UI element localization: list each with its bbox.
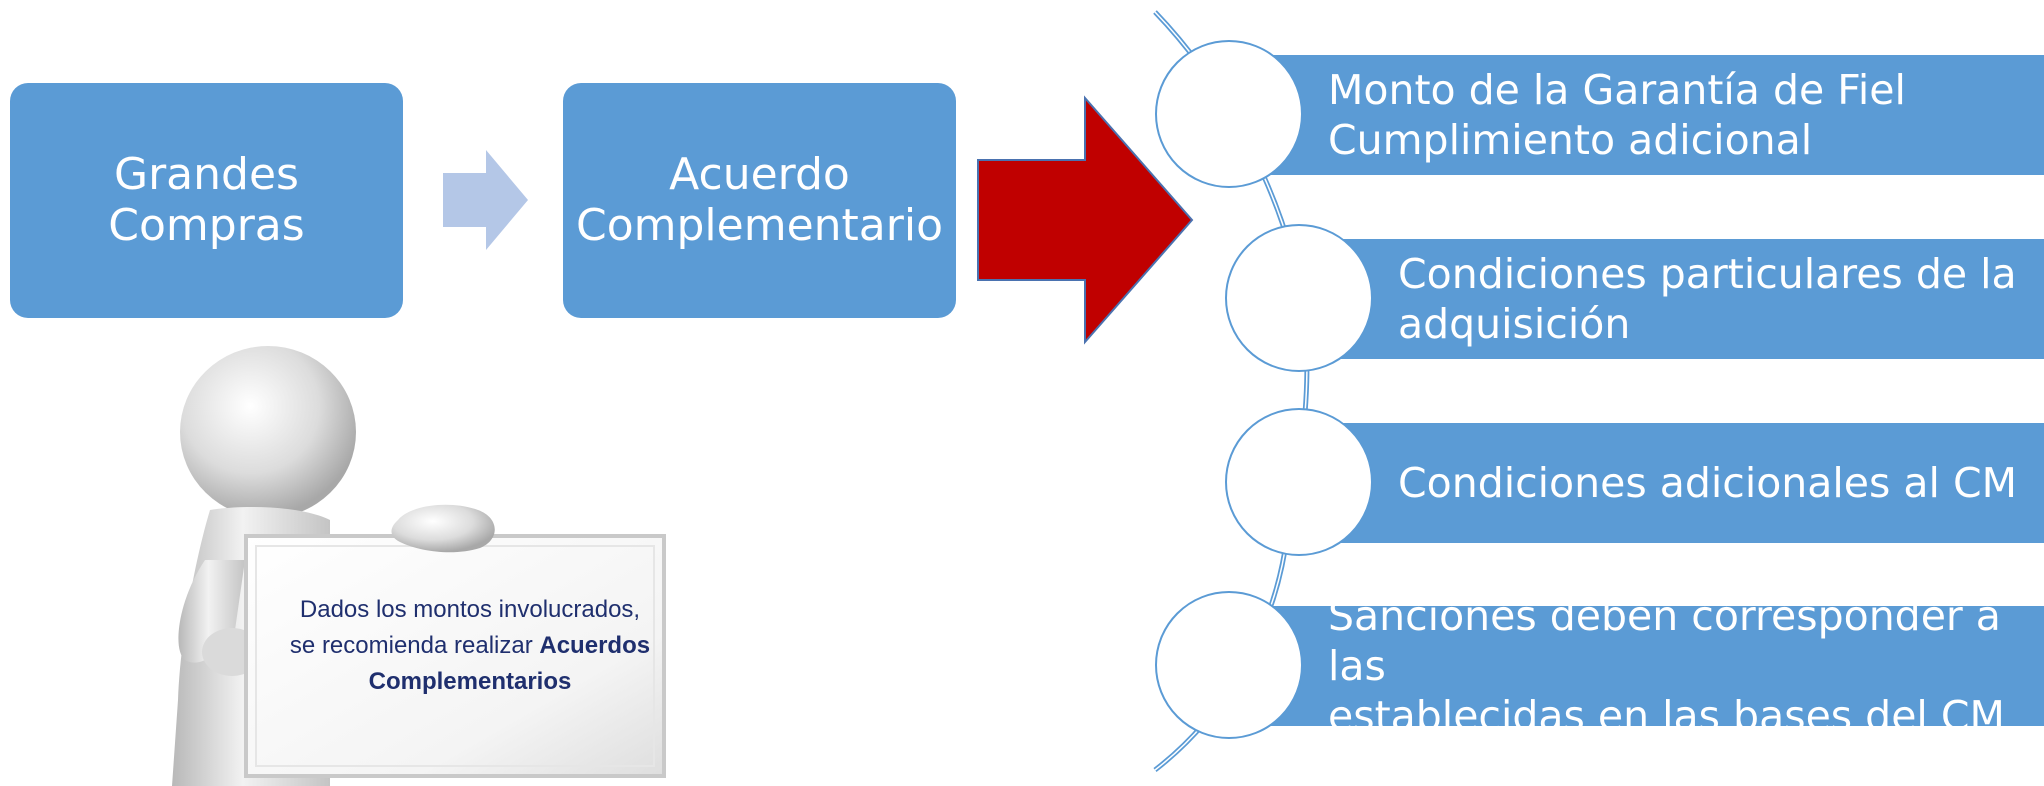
list-item-condiciones-particulares: Condiciones particulares de la adquisici…: [1300, 239, 2044, 359]
bullet-circle: [1225, 224, 1373, 372]
list-item-condiciones-adicionales: Condiciones adicionales al CM: [1300, 423, 2044, 543]
list-item-sanciones: Sanciones deben corresponder a las estab…: [1230, 592, 2044, 740]
board-text-plain: Dados los montos involucrados, se recomi…: [289, 596, 641, 659]
list-item-garantia: Monto de la Garantía de Fiel Cumplimient…: [1230, 55, 2044, 175]
list-item-label: Sanciones deben corresponder a las estab…: [1328, 591, 2005, 741]
bullet-circle: [1225, 408, 1373, 556]
big-red-arrow: [977, 95, 1194, 345]
list-item-label: Monto de la Garantía de Fiel Cumplimient…: [1328, 65, 1906, 164]
figure-illustration: [172, 346, 666, 786]
acuerdo-complementario-label: Acuerdo Complementario: [576, 148, 943, 251]
board-message: Dados los montos involucrados, se recomi…: [285, 592, 655, 700]
acuerdo-complementario-box: Acuerdo Complementario: [563, 83, 956, 318]
board-text-bold: Acuerdos Complementarios: [368, 632, 651, 695]
list-item-label: Condiciones particulares de la adquisici…: [1398, 249, 2017, 348]
small-arrow: [443, 150, 528, 250]
bullet-circle: [1155, 40, 1303, 188]
grandes-compras-box: Grandes Compras: [10, 83, 403, 318]
grandes-compras-label: Grandes Compras: [108, 148, 305, 251]
bullet-circle: [1155, 591, 1303, 739]
list-item-label: Condiciones adicionales al CM: [1398, 458, 2017, 507]
